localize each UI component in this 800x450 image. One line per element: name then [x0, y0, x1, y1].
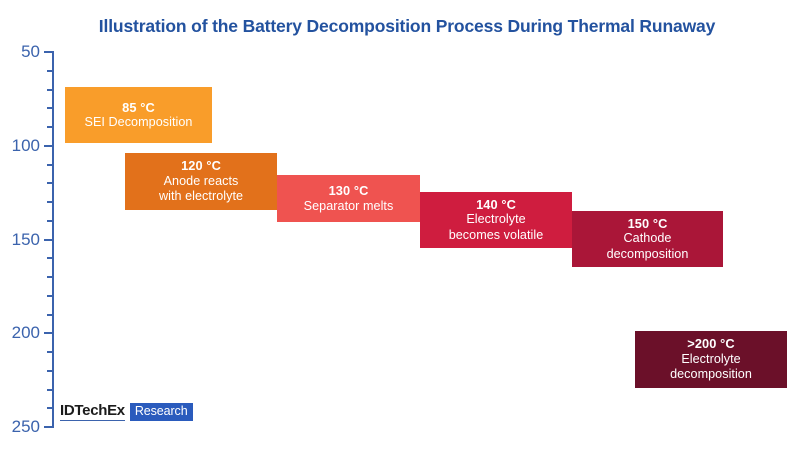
bar-description-line: Electrolyte [466, 212, 526, 227]
y-axis-tick-label: 50 [21, 42, 40, 61]
y-axis-major-tick [44, 332, 54, 335]
bar-temperature-label: >200 °C [687, 336, 735, 352]
y-axis-tick-label: 100 [11, 135, 40, 155]
bar-description-line: Electrolyte [681, 351, 741, 366]
y-axis-minor-tick [47, 294, 54, 297]
y-axis-minor-tick [47, 313, 54, 316]
y-axis-major-tick [44, 51, 54, 53]
brand-badge-research: Research [129, 403, 193, 421]
y-axis-minor-tick [47, 369, 54, 372]
bar-description-line: decomposition [670, 367, 752, 382]
y-axis-minor-tick [47, 201, 54, 203]
y-axis-minor-tick [47, 407, 54, 410]
y-axis-minor-tick [47, 388, 54, 391]
y-axis-minor-tick [47, 257, 54, 260]
y-axis-minor-tick [47, 126, 54, 128]
brand-name: IDTechEx [60, 402, 125, 421]
bar-temperature-label: 150 °C [627, 215, 668, 231]
bar-temperature-label: 130 °C [328, 183, 369, 199]
y-axis-tick-label: 150 [11, 229, 40, 249]
y-axis-tick-label: 250 [11, 417, 40, 436]
y-axis-minor-tick [47, 69, 54, 72]
bar-temperature-label: 120 °C [181, 158, 221, 174]
bar-description-line: Cathode [623, 231, 672, 246]
y-axis-major-tick [44, 238, 54, 241]
bar-description-line: Separator melts [303, 198, 394, 213]
y-axis-minor-tick [47, 107, 54, 110]
y-axis-minor-tick [47, 182, 54, 185]
y-axis-minor-tick [47, 88, 54, 91]
bar-description-line: SEI Decomposition [84, 115, 193, 130]
bar-temperature-label: 85 °C [122, 99, 155, 115]
y-axis-minor-tick [47, 351, 54, 353]
brand-logo: IDTechEx Research [60, 402, 193, 422]
bar-description-line: with electrolyte [158, 189, 244, 204]
bar-description-line: Anode reacts [163, 173, 239, 188]
bar-temperature-label: 140 °C [476, 196, 516, 212]
y-axis-minor-tick [47, 219, 54, 222]
chart-title: Illustration of the Battery Decompositio… [98, 16, 716, 36]
y-axis-major-tick [44, 426, 54, 428]
y-axis-tick-label: 200 [11, 323, 40, 343]
bar-description-line: decomposition [606, 246, 689, 261]
y-axis-major-tick [44, 144, 54, 147]
bar-description-line: becomes volatile [448, 227, 544, 242]
y-axis-minor-tick [47, 163, 54, 166]
y-axis-minor-tick [47, 276, 54, 278]
